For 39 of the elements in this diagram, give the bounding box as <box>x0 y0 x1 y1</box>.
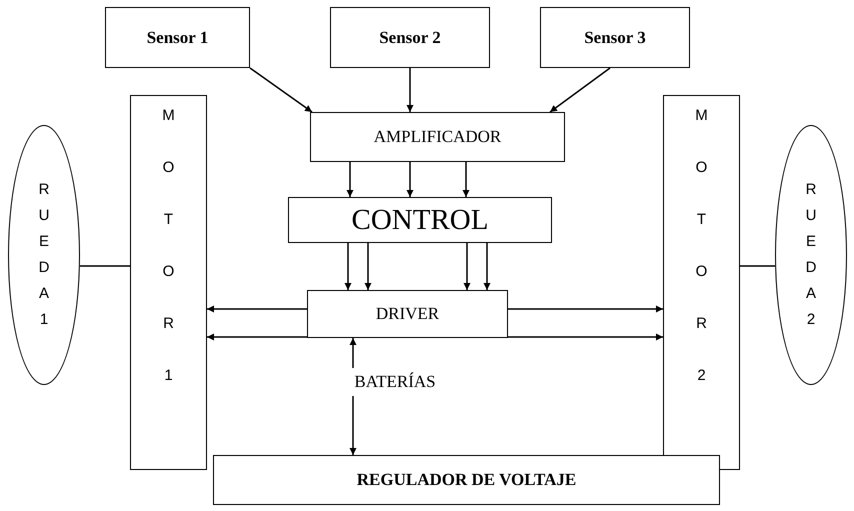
node-label: R U E D A 1 <box>38 180 50 330</box>
arrow <box>406 68 414 112</box>
node-label: Sensor 2 <box>379 28 441 48</box>
arrow <box>508 306 663 312</box>
sensor-box <box>105 7 250 68</box>
arrow <box>406 162 414 197</box>
arrow <box>207 306 307 312</box>
connector-line <box>80 265 130 267</box>
node-label: Sensor 1 <box>146 28 208 48</box>
sensor-box <box>330 7 490 68</box>
arrow <box>350 338 356 368</box>
connector-line <box>740 265 775 267</box>
driver-box <box>307 290 508 338</box>
node-label: Sensor 3 <box>584 28 646 48</box>
arrow <box>350 396 356 455</box>
arrow <box>508 334 663 340</box>
sensor-box <box>540 7 690 68</box>
motor-box <box>663 95 740 470</box>
arrow <box>462 162 470 197</box>
node-label: CONTROL <box>352 204 488 236</box>
regulator-box <box>213 455 720 505</box>
node-label: REGULADOR DE VOLTAJE <box>356 470 576 490</box>
node-label: R U E D A 2 <box>804 180 818 330</box>
node-label: M O T O R 1 <box>161 106 176 386</box>
node-label: DRIVER <box>376 304 440 324</box>
node-label: M O T O R 2 <box>694 106 709 386</box>
control-box <box>288 197 552 243</box>
motor-box <box>130 95 207 470</box>
node-label: AMPLIFICADOR <box>374 127 502 147</box>
arrow <box>550 67 610 113</box>
arrow <box>364 243 372 290</box>
arrow <box>484 243 490 290</box>
arrow <box>207 334 307 340</box>
arrow <box>344 243 352 290</box>
arrow <box>464 243 470 290</box>
arrow <box>250 67 312 113</box>
battery-label: BATERÍAS <box>354 372 436 392</box>
arrow <box>346 162 354 197</box>
amplifier-box <box>310 112 565 162</box>
